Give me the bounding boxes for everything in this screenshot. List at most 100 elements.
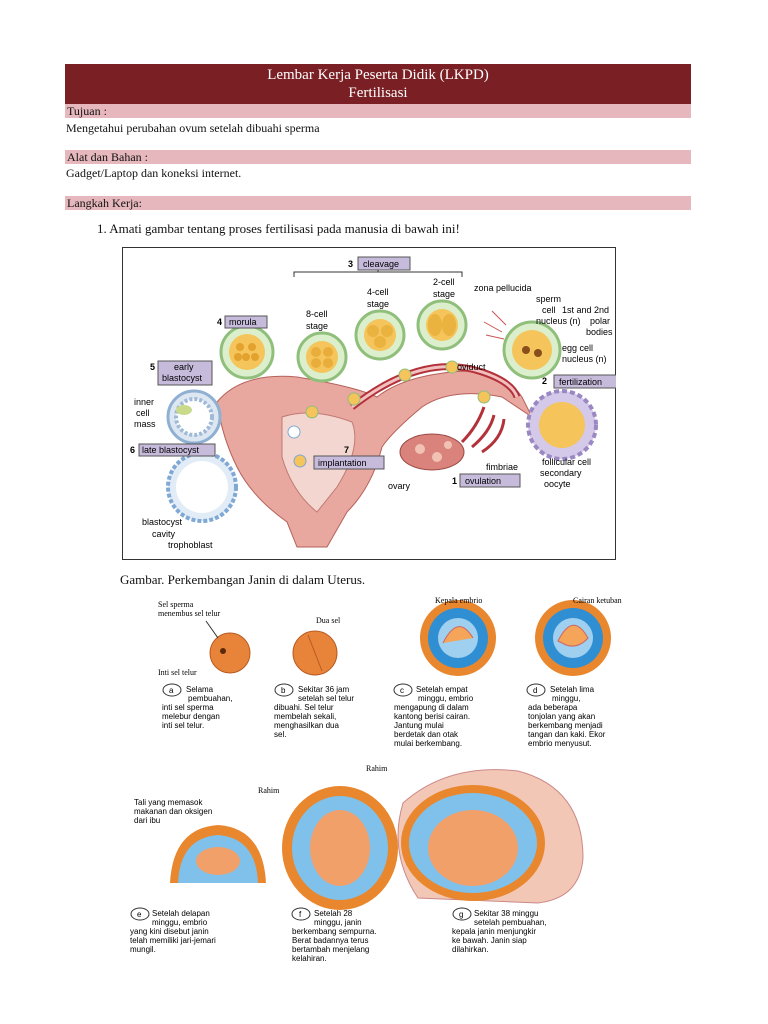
label-8cell-a: 8-cell: [306, 309, 328, 319]
text-e: Setelah delapan minggu, embrio yang kini…: [130, 909, 216, 954]
fertilized-egg: [483, 310, 562, 380]
label-inner-b: cell: [136, 408, 150, 418]
label-6: 6: [130, 445, 135, 455]
svg-text:bertambah menjelang: bertambah menjelang: [292, 945, 369, 954]
svg-text:b: b: [281, 686, 286, 695]
svg-text:kelahiran.: kelahiran.: [292, 954, 327, 963]
morula-cell: [219, 324, 275, 380]
two-cell-stage: [416, 299, 468, 351]
badge-c: c: [393, 683, 413, 697]
fetal-development-figure: Sel sperma menembus sel telur Inti sel t…: [130, 596, 622, 963]
svg-text:sel.: sel.: [274, 730, 286, 739]
label-cleavage: cleavage: [363, 259, 399, 269]
label-sperm-a: sperm: [536, 294, 561, 304]
tali-label: Tali yang memasok makanan dan oksigen da…: [134, 798, 212, 825]
text-d: Setelah lima minggu, ada beberapa tonjol…: [528, 685, 606, 748]
svg-text:membelah sekali,: membelah sekali,: [274, 712, 336, 721]
label-secondary-b: oocyte: [544, 479, 571, 489]
svg-text:e: e: [137, 910, 142, 919]
sperm-label-a: Sel sperma: [158, 600, 194, 609]
rahim-label-1: Rahim: [366, 764, 388, 773]
panel-d-embryo: [535, 600, 611, 676]
label-8cell-b: stage: [306, 321, 328, 331]
label-sperm-b: cell: [542, 305, 556, 315]
label-secondary-a: secondary: [540, 468, 582, 478]
ovary-shape: [399, 433, 465, 471]
label-polar-c: bodies: [586, 327, 613, 337]
svg-text:setelah pembuahan,: setelah pembuahan,: [474, 918, 547, 927]
label-inner-a: inner: [134, 397, 154, 407]
sperm-label-b: menembus sel telur: [158, 609, 221, 618]
tujuan-text: Mengetahui perubahan ovum setelah dibuah…: [66, 121, 320, 135]
fertilization-diagram: 3 cleavage zona pellucida 2-cell stage 4…: [122, 247, 616, 560]
late-blastocyst: [166, 451, 238, 523]
label-cavity-b: cavity: [152, 529, 176, 539]
label-zona: zona pellucida: [474, 283, 532, 293]
svg-text:Sekitar 38 minggu: Sekitar 38 minggu: [474, 909, 538, 918]
label-7: 7: [344, 445, 349, 455]
text-g: Sekitar 38 minggu setelah pembuahan, kep…: [452, 909, 547, 954]
svg-text:a: a: [169, 686, 174, 695]
svg-text:Setelah empat: Setelah empat: [416, 685, 468, 694]
svg-text:kantong berisi cairan.: kantong berisi cairan.: [394, 712, 470, 721]
svg-text:tonjolan yang akan: tonjolan yang akan: [528, 712, 595, 721]
panel-f-fetus: [282, 786, 398, 910]
svg-text:Selama: Selama: [186, 685, 214, 694]
svg-text:kepala janin menjungkir: kepala janin menjungkir: [452, 927, 536, 936]
svg-text:berkembang sempurna.: berkembang sempurna.: [292, 927, 377, 936]
svg-text:f: f: [299, 910, 302, 919]
label-follicular: follicular cell: [542, 457, 591, 467]
svg-text:melebur dengan: melebur dengan: [162, 712, 220, 721]
svg-text:minggu, embrio: minggu, embrio: [152, 918, 208, 927]
svg-text:c: c: [400, 686, 404, 695]
badge-g: g: [452, 907, 472, 921]
svg-text:berkembang menjadi: berkembang menjadi: [528, 721, 603, 730]
badge-b: b: [274, 683, 294, 697]
svg-text:Jantung mulai: Jantung mulai: [394, 721, 444, 730]
svg-text:telah memiliki jari-jemari: telah memiliki jari-jemari: [130, 936, 216, 945]
svg-text:embrio menyusut.: embrio menyusut.: [528, 739, 592, 748]
svg-text:pembuahan,: pembuahan,: [188, 694, 232, 703]
svg-text:berdetak dan otak: berdetak dan otak: [394, 730, 459, 739]
label-5: 5: [150, 362, 155, 372]
worksheet-header: Lembar Kerja Peserta Didik (LKPD) Fertil…: [65, 64, 691, 104]
label-polar-a: 1st and 2nd: [562, 305, 609, 315]
svg-text:mulai berkembang.: mulai berkembang.: [394, 739, 462, 748]
svg-text:yang kini disebut janin: yang kini disebut janin: [130, 927, 209, 936]
label-early-b: blastocyst: [162, 373, 203, 383]
text-b: Sekitar 36 jam setelah sel telur dibuahi…: [274, 685, 354, 739]
svg-text:mungil.: mungil.: [130, 945, 156, 954]
svg-text:Berat badannya terus: Berat badannya terus: [292, 936, 369, 945]
svg-text:tangan dan kaki. Ekor: tangan dan kaki. Ekor: [528, 730, 606, 739]
svg-text:dibuahi. Sel telur: dibuahi. Sel telur: [274, 703, 334, 712]
label-3: 3: [348, 259, 353, 269]
svg-text:Sekitar 36 jam: Sekitar 36 jam: [298, 685, 349, 694]
dua-sel-label: Dua sel: [316, 616, 341, 625]
svg-text:g: g: [459, 910, 463, 919]
text-a: Selama pembuahan, inti sel sperma melebu…: [162, 685, 232, 730]
inti-label: Inti sel telur: [158, 668, 197, 677]
worksheet-title: Lembar Kerja Peserta Didik (LKPD): [267, 67, 489, 83]
svg-text:mengapung di dalam: mengapung di dalam: [394, 703, 469, 712]
alat-text: Gadget/Laptop dan koneksi internet.: [66, 166, 242, 180]
text-f: Setelah 28 minggu, janin berkembang semp…: [292, 909, 377, 963]
badge-d: d: [526, 683, 546, 697]
label-fertilization: fertilization: [559, 377, 602, 387]
badge-a: a: [162, 683, 182, 697]
panel-g-fetus: [397, 769, 584, 904]
label-2cell-a: 2-cell: [433, 277, 455, 287]
label-late-blast: late blastocyst: [142, 445, 200, 455]
worksheet-subtitle: Fertilisasi: [348, 85, 408, 101]
fimbriae-shape: [460, 406, 506, 454]
label-ovulation: ovulation: [465, 476, 501, 486]
svg-text:makanan dan oksigen: makanan dan oksigen: [134, 807, 212, 816]
svg-text:dilahirkan.: dilahirkan.: [452, 945, 488, 954]
svg-text:Setelah delapan: Setelah delapan: [152, 909, 210, 918]
cairan-label: Cairan ketuban: [573, 596, 622, 605]
svg-text:dari ibu: dari ibu: [134, 816, 160, 825]
langkah-label: Langkah Kerja:: [65, 196, 691, 210]
badge-e: e: [130, 907, 150, 921]
eight-cell-stage: [296, 331, 348, 383]
label-ovary: ovary: [388, 481, 411, 491]
svg-text:ke bawah. Janin siap: ke bawah. Janin siap: [452, 936, 527, 945]
